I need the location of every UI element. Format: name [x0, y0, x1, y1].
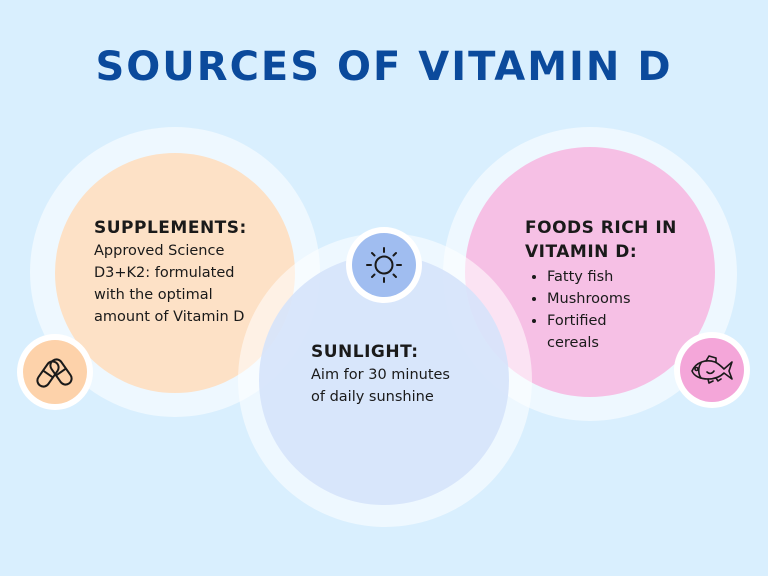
foods-heading-line: FOODS RICH IN	[525, 218, 677, 238]
foods-list-item: Mushrooms	[547, 288, 690, 310]
foods-list-item: Fatty fish	[547, 266, 690, 288]
foods-text: FOODS RICH IN VITAMIN D: Fatty fish Mush…	[525, 216, 690, 354]
supplements-line: D3+K2: formulated	[94, 265, 235, 281]
supplements-heading: SUPPLEMENTS:	[94, 218, 247, 238]
sunlight-line: Aim for 30 minutes	[311, 367, 450, 383]
foods-list: Fatty fish Mushrooms Fortified cereals	[525, 266, 690, 354]
sunlight-text: SUNLIGHT: Aim for 30 minutes of daily su…	[311, 340, 481, 408]
foods-list-item: Fortified cereals	[547, 310, 627, 354]
supplements-line: amount of Vitamin D	[94, 309, 245, 325]
fish-icon	[691, 355, 733, 384]
supplements-line: Approved Science	[94, 243, 225, 259]
sunlight-line: of daily sunshine	[311, 389, 434, 405]
foods-badge	[674, 332, 750, 408]
sun-icon	[366, 247, 402, 283]
sunlight-badge	[346, 227, 422, 303]
supplements-line: with the optimal	[94, 287, 213, 303]
supplements-text: SUPPLEMENTS: Approved Science D3+K2: for…	[94, 216, 294, 328]
foods-heading-line: VITAMIN D:	[525, 242, 638, 262]
sunlight-heading: SUNLIGHT:	[311, 342, 419, 362]
pills-icon	[36, 358, 73, 388]
page-title: SOURCES OF VITAMIN D	[95, 44, 673, 90]
supplements-badge	[17, 334, 93, 410]
